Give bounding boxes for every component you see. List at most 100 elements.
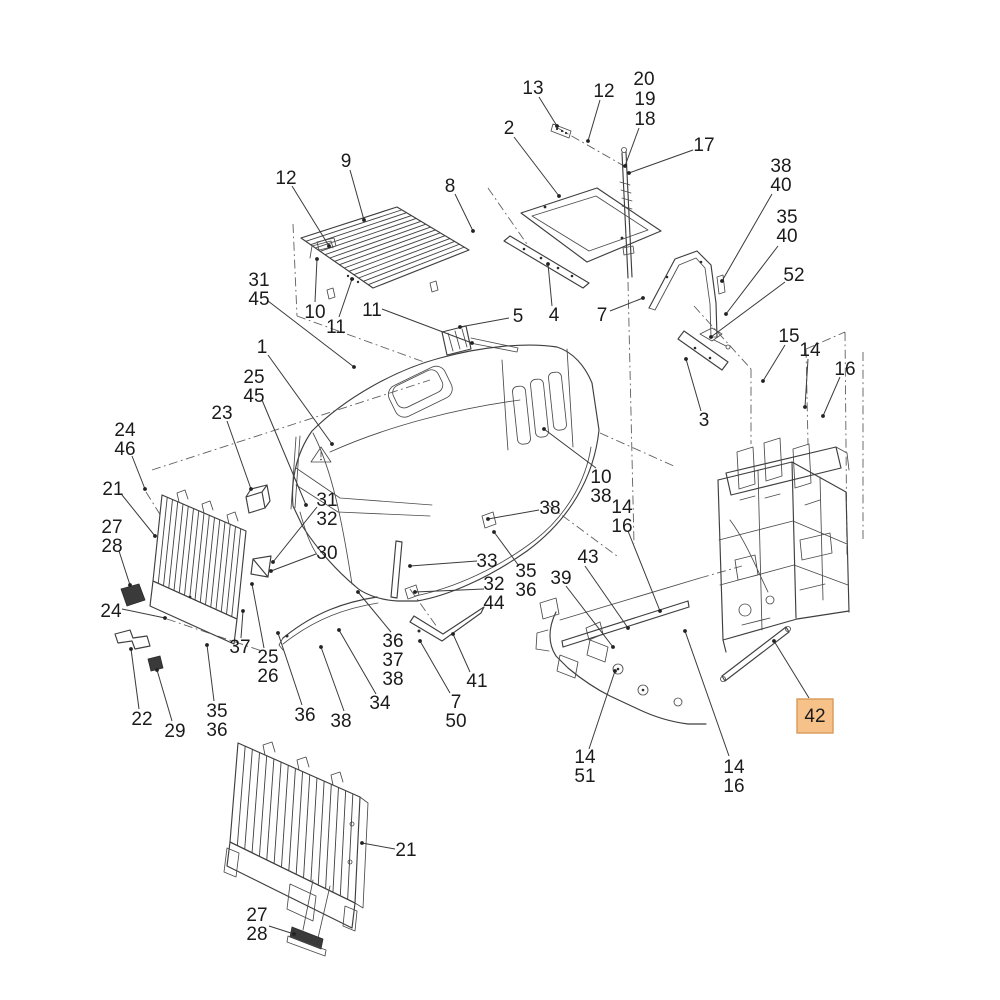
grille-slat (184, 508, 194, 596)
part-label-52: 52 (783, 265, 804, 286)
leader-line-4 (547, 263, 553, 307)
hood-frame-outer (520, 187, 662, 263)
clip-10 (309, 240, 334, 259)
leader-dot-43 (626, 626, 630, 630)
leader-line-35-40 (725, 245, 779, 315)
part-label-21: 21 (395, 840, 416, 861)
screw-11 (356, 280, 360, 284)
leader-dot-12 (586, 139, 590, 143)
leader-line-11 (338, 278, 353, 318)
leader-line-38-40 (721, 193, 773, 282)
leader-dot-18 (623, 164, 627, 168)
leader-line-21 (121, 494, 156, 537)
leader-line-43 (584, 565, 629, 629)
leader-line-15 (762, 344, 786, 382)
leader-dot-31-32 (271, 560, 275, 564)
leader-dot-14 (803, 405, 807, 409)
latch-bracket-hatch (447, 328, 468, 352)
part-label-24: 24 (100, 601, 122, 622)
part-small-parts-left (114, 484, 272, 672)
chassis-rail-43 (561, 600, 690, 648)
hood-frame-inner (531, 195, 649, 252)
part-label-14: 14 (799, 340, 821, 361)
grille-slat (205, 517, 215, 605)
part-label-41: 41 (466, 671, 487, 692)
part-label-22: 22 (131, 709, 152, 730)
strip-clip (570, 274, 574, 278)
leader-line-34 (338, 629, 377, 695)
frame-bolt (620, 236, 624, 240)
leader-line-24 (121, 608, 166, 619)
part-label-42[interactable]: 42 (804, 706, 825, 727)
grille-slat (344, 232, 441, 269)
emblem-alignment-lines (302, 879, 331, 939)
leader-line-52 (710, 281, 786, 338)
clip-rivet (555, 127, 559, 131)
hood-vent-slot (530, 378, 549, 438)
hood-front-crease (312, 432, 353, 585)
hood-front-support (290, 435, 433, 557)
chassis-lower-details (535, 597, 609, 679)
leader-dot-15 (761, 379, 765, 383)
grille-slat (347, 793, 354, 900)
grille-lower-band (226, 841, 356, 929)
top-vent-feet (326, 280, 439, 300)
part-label-12: 12 (275, 168, 296, 189)
strip-clip (522, 247, 526, 251)
part-label-11: 11 (326, 317, 346, 338)
part-label-37: 37 (229, 637, 250, 658)
part-top-vent-grille-9 (300, 206, 470, 300)
highlight-box-part-42[interactable] (796, 698, 834, 734)
leader-line-25-26 (251, 583, 265, 649)
grille-side-hole (347, 859, 353, 865)
part-label-2: 2 (504, 118, 515, 139)
chassis-lower-outline (549, 611, 707, 725)
box-23 (245, 484, 271, 514)
leader-line-24-46 (131, 455, 146, 490)
part-front-grille-upper-21 (149, 489, 247, 645)
part-corner-channel-6 (648, 250, 726, 338)
leader-dot-21 (153, 534, 157, 538)
latch-bracket-outline (441, 325, 472, 356)
leader-dot-22 (129, 647, 133, 651)
part-label-1: 1 (257, 337, 268, 358)
bracket-38-40 (716, 274, 726, 295)
leader-dot-9 (362, 218, 366, 222)
leader-dot-11 (350, 277, 354, 281)
leader-line-27-28 (118, 550, 131, 586)
grille-slat (295, 771, 304, 875)
part-support-bracket-41 (409, 606, 485, 642)
chassis-lower-hole (673, 697, 683, 707)
part-strips-33-44 (390, 511, 497, 600)
part-label-13: 13 (522, 78, 543, 99)
leader-dot-14-51 (613, 669, 617, 673)
leader-line-21 (361, 842, 396, 850)
leader-dot-39 (611, 645, 615, 649)
seal-strip-outline (503, 235, 590, 289)
rod-body (621, 151, 633, 279)
part-label-18: 18 (634, 109, 655, 130)
leader-dot-33 (408, 564, 412, 568)
grille-slat (325, 784, 332, 889)
grille-slat (168, 501, 179, 589)
emblem-27-28-lower (289, 926, 324, 950)
warning-triangle-dot (320, 458, 322, 461)
grille-slat (303, 774, 311, 878)
leader-dot-42 (772, 639, 776, 643)
grille-slat (334, 226, 431, 262)
part-label-34: 34 (369, 693, 391, 714)
leader-lines (118, 96, 841, 936)
strip-33 (390, 540, 403, 599)
part-label-20: 20 (633, 69, 654, 90)
leader-line-17 (628, 149, 694, 174)
hood-vent-slot (548, 371, 567, 431)
grille-slat (189, 510, 200, 598)
rod-knob (621, 147, 627, 153)
